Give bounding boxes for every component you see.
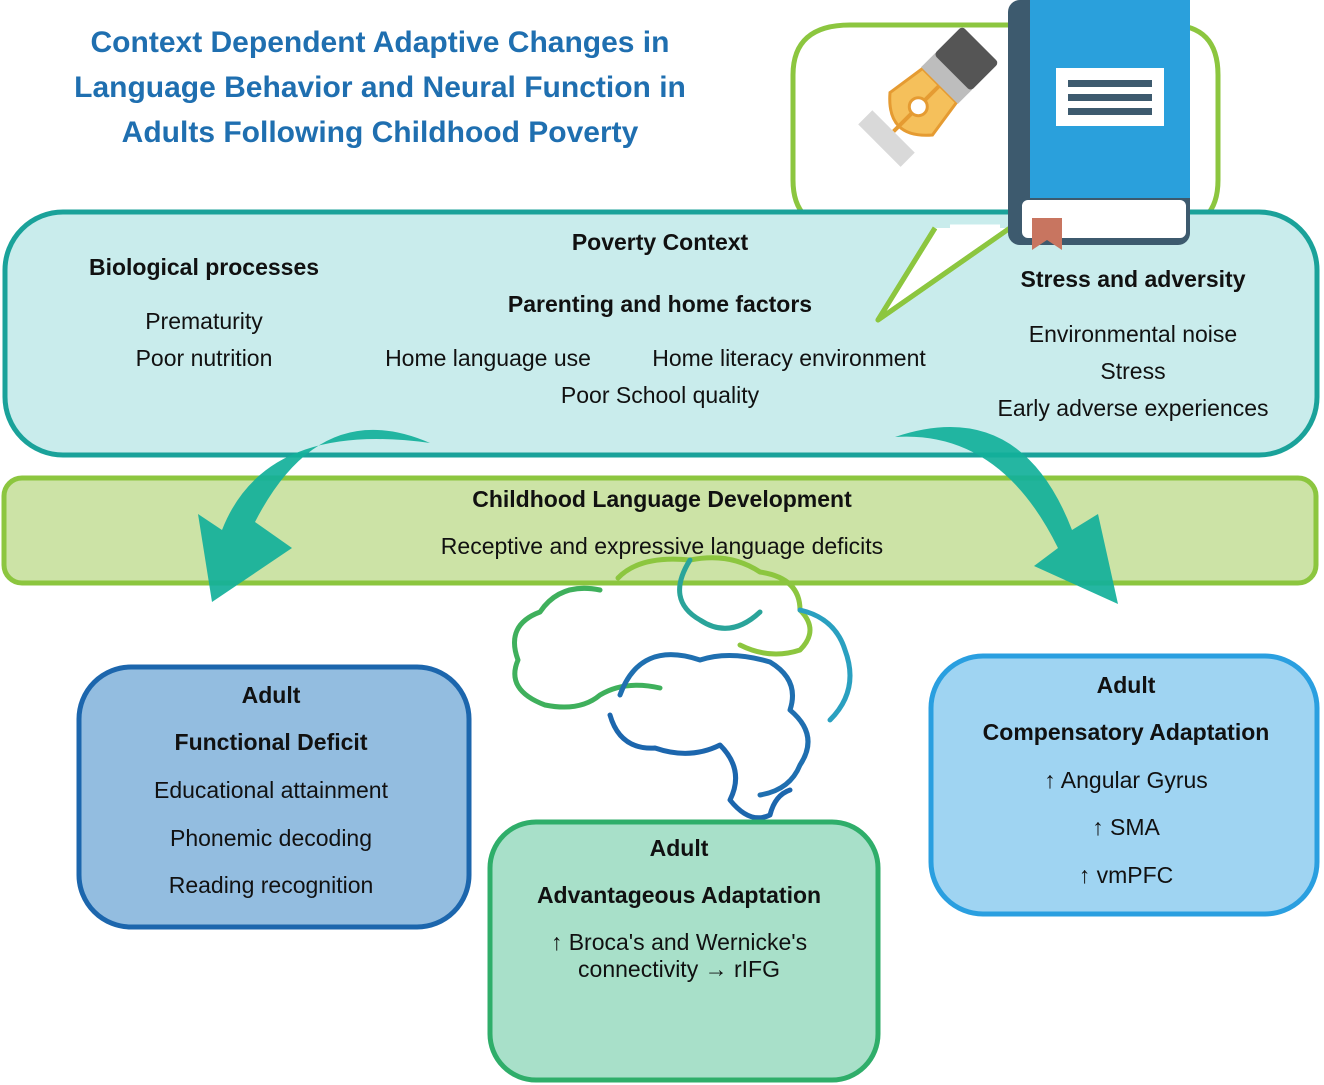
poverty-context-heading: Poverty Context [571,229,749,255]
compensatory-adult-label: Adult [1096,672,1156,698]
curved-arrow-icon [198,429,430,602]
compensatory-item: ↑ SMA [1092,814,1160,840]
deficit-adult-label: Adult [241,682,301,708]
compensatory-heading: Compensatory Adaptation [982,719,1270,745]
compensatory-item: ↑ Angular Gyrus [1044,767,1208,793]
deficit-item: Phonemic decoding [169,825,373,851]
advantageous-adaptation-box [487,819,881,1083]
stress-item: Early adverse experiences [997,395,1269,421]
parenting-heading: Parenting and home factors [507,291,813,317]
brain-icon [512,555,853,821]
deficit-heading: Functional Deficit [174,729,368,755]
title-line-3: Adults Following Childhood Poverty [121,116,639,149]
biological-item: Prematurity [145,308,263,334]
advantageous-item-line1: ↑ Broca's and Wernicke's [550,929,808,955]
poverty-context-box [2,209,1320,458]
title-line-1: Context Dependent Adaptive Changes in [90,26,670,59]
book-icon [1008,0,1190,250]
childhood-text: Receptive and expressive language defici… [440,533,884,559]
title-line-2: Language Behavior and Neural Function in [74,71,686,104]
fountain-pen-icon [858,27,998,167]
curved-arrow-icon [895,427,1118,604]
functional-deficit-box [76,664,472,930]
deficit-item: Educational attainment [154,777,388,803]
advantageous-heading: Advantageous Adaptation [536,882,822,908]
parenting-item: Home language use [385,345,591,371]
advantageous-item-line2: connectivity → rIFG [578,956,780,982]
childhood-language-box [1,475,1319,586]
advantageous-adult-label: Adult [649,835,709,861]
diagram-title: Context Dependent Adaptive Changes in La… [30,20,730,155]
compensatory-adaptation-box [928,653,1320,917]
biological-heading: Biological processes [88,254,320,280]
stress-item: Environmental noise [1028,321,1238,347]
deficit-item: Reading recognition [168,872,374,898]
compensatory-item: ↑ vmPFC [1078,862,1174,888]
childhood-heading: Childhood Language Development [472,486,852,512]
stress-item: Stress [1100,358,1166,384]
parenting-item: Home literacy environment [652,345,926,371]
stress-heading: Stress and adversity [1020,266,1246,292]
parenting-item: Poor School quality [560,382,760,408]
biological-item: Poor nutrition [135,345,273,371]
